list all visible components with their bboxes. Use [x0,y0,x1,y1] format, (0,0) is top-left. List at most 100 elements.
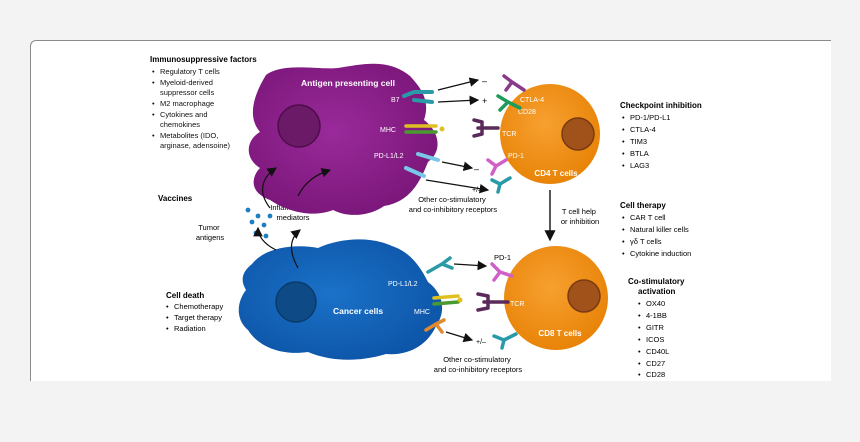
list-item: chemokines [160,120,200,129]
list-item: PD-1/PD-L1 [630,113,670,122]
list-item: suppressor cells [160,88,214,97]
svg-text:•: • [638,323,641,332]
svg-text:•: • [152,67,155,76]
svg-text:•: • [622,237,625,246]
list-item: Natural killer cells [630,225,689,234]
cd4-other-sign: +/– [472,187,482,194]
cd4-tcr-receptor [472,118,500,138]
figure: Immunosuppressive factors • Regulatory T … [148,50,718,379]
list-item: CAR T cell [630,213,666,222]
svg-text:•: • [152,78,155,87]
svg-text:•: • [638,311,641,320]
list-item: Cytokine induction [630,249,691,258]
svg-text:•: • [622,113,625,122]
cd8-nucleus [567,279,601,313]
svg-text:•: • [152,110,155,119]
list-item: Radiation [174,324,206,333]
cd4-pd1-label: PD-1 [508,153,524,160]
tumor-antigens-label: Tumor antigens [196,223,225,242]
mediator-arrows [253,167,332,269]
t-cell-help-label: T cell help or inhibition [561,207,599,226]
list-item: Cytokines and [160,110,208,119]
cd28-label: CD28 [518,109,536,116]
svg-text:•: • [152,131,155,140]
list-item: LAG3 [630,161,649,170]
cd28-receptor [496,94,522,112]
svg-text:•: • [166,313,169,322]
list-item: CD40L [646,347,669,356]
list-item: OX40 [646,299,665,308]
ctla4-sign: – [482,76,487,86]
list-item: CD27 [646,359,665,368]
cancer-mhc-ligand [432,294,460,300]
apc-mhc-label: MHC [380,127,396,134]
svg-text:•: • [622,125,625,134]
apc-title: Antigen presenting cell [301,78,395,88]
vaccines-label: Vaccines [158,194,193,203]
cancer-mhc-label: MHC [414,309,430,316]
cancer-immunotherapy-diagram: Immunosuppressive factors • Regulatory T … [150,55,702,379]
list-item: Chemotherapy [174,302,223,311]
cancer-pdl-label: PD-L1/L2 [388,281,418,288]
cd8-other-receptor [492,332,518,350]
list-item: Metabolites (IDO, [160,131,218,140]
svg-text:•: • [638,370,641,378]
list-item: ICOS [646,335,664,344]
ctla4-label: CTLA-4 [520,97,544,104]
svg-text:•: • [622,149,625,158]
cancer-cell [238,239,443,360]
cd8-t-cell [504,246,608,350]
immunosuppressive-list: •Regulatory T cells •Myeloid-derived sup… [152,67,231,150]
cd4-title: CD4 T cells [534,169,578,178]
ctla4-receptor [502,74,526,92]
cd8-tcr-label: TCR [510,301,524,308]
svg-text:•: • [152,99,155,108]
list-item: arginase, adensoine) [160,141,231,150]
apc-mhc-ligand [404,124,445,134]
cd4-pd1-receptor [486,158,508,176]
cd8-other-sign: +/– [476,339,486,346]
svg-text:•: • [622,213,625,222]
pd1-sign: – [474,164,479,174]
other-receptors-label-2: Other co-stimulatory and co-inhibitory r… [434,355,523,374]
antigen-presenting-cell [248,63,438,215]
list-item: Regulatory T cells [160,67,220,76]
svg-text:•: • [638,347,641,356]
svg-text:•: • [638,335,641,344]
svg-text:•: • [622,137,625,146]
list-item: TIM3 [630,137,647,146]
svg-text:•: • [166,302,169,311]
list-item: GITR [646,323,664,332]
cancer-pdl-ligand [426,256,454,274]
list-item: BTLA [630,149,649,158]
cd4-t-cell [500,84,600,184]
apc-pdl-label: PD-L1/L2 [374,153,404,160]
list-item: 4-1BB [646,311,667,320]
list-item: γδ T cells [630,237,662,246]
cancer-title: Cancer cells [333,306,383,316]
apc-pdl-ligand [404,152,440,178]
b7-label: B7 [391,97,400,104]
cd4-tcr-label: TCR [502,131,516,138]
cell-therapy-title: Cell therapy [620,201,666,210]
cell-death-title: Cell death [166,291,204,300]
immunosuppressive-title: Immunosuppressive factors [150,55,257,64]
b7-ligand [402,90,434,104]
svg-text:•: • [638,299,641,308]
cd8-pd1-receptor [490,262,514,282]
svg-text:•: • [622,161,625,170]
costim-title: Co-stimulatory activation [628,277,687,296]
cd4-other-receptor [490,176,512,194]
svg-text:•: • [622,249,625,258]
cancer-other-ligand [424,318,446,334]
svg-text:•: • [166,324,169,333]
svg-text:•: • [622,225,625,234]
list-item: M2 macrophage [160,99,214,108]
cd28-sign: + [482,96,487,106]
list-item: Target therapy [174,313,222,322]
cd8-pd1-label: PD-1 [494,253,511,262]
cell-therapy-list: • CAR T cell • Natural killer cells • γδ T … [622,213,691,258]
cd8-tcr-receptor [476,292,510,312]
checkpoint-title: Checkpoint inhibition [620,101,702,110]
svg-text:•: • [638,359,641,368]
